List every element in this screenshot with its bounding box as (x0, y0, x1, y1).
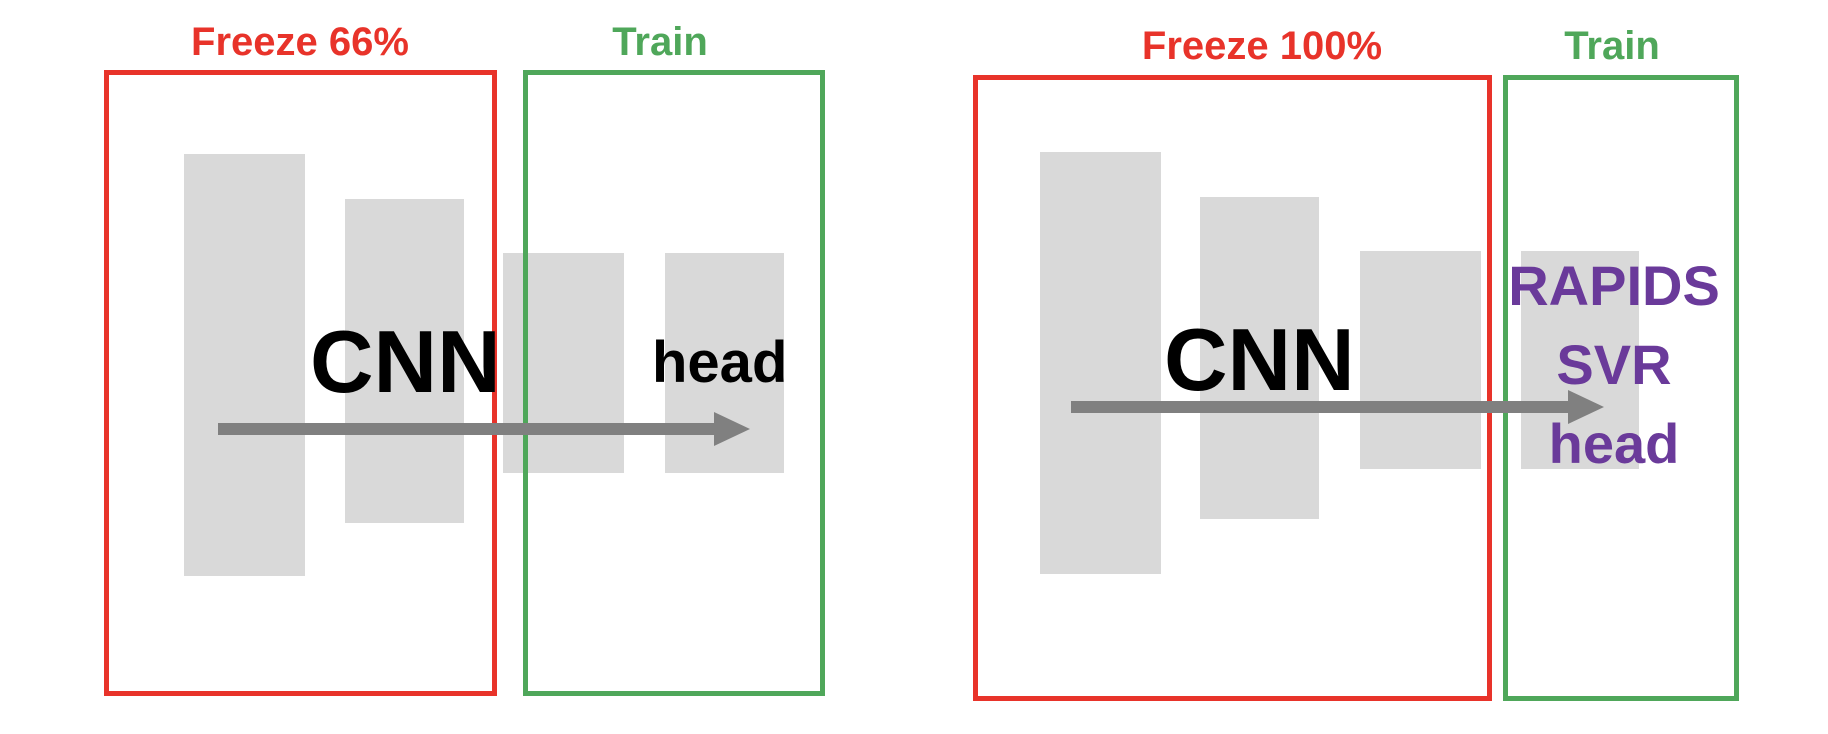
left-panel-66-freeze: Freeze 66% Train CNN head (104, 20, 825, 696)
cnn-layer-1 (184, 154, 305, 576)
head-line-3: head (1548, 412, 1680, 475)
head-layer (1521, 251, 1639, 469)
head-label: head (652, 330, 788, 395)
arrow-head (1568, 390, 1604, 424)
cnn-layer-1 (1040, 152, 1161, 574)
head-line-2: SVR (1556, 333, 1672, 396)
train-label: Train (612, 20, 708, 64)
train-box (523, 70, 825, 696)
forward-arrow (1071, 390, 1604, 424)
freeze-label: Freeze 100% (1141, 24, 1383, 68)
rapids-svr-head-label: RAPIDS SVR head (1508, 246, 1720, 483)
cnn-layer-2 (1200, 197, 1319, 519)
forward-arrow (218, 412, 750, 446)
cnn-label: CNN (310, 312, 501, 411)
cnn-layer-3 (1360, 251, 1481, 469)
arrow-head (714, 412, 750, 446)
freeze-box (104, 70, 497, 696)
cnn-label: CNN (1164, 310, 1355, 409)
freeze-box (973, 75, 1492, 701)
cnn-layer-2 (345, 199, 464, 523)
right-panel-100-freeze: Freeze 100% Train CNN RAPIDS SVR head (914, 0, 1828, 734)
head-line-1: RAPIDS (1508, 254, 1720, 317)
freeze-label: Freeze 66% (191, 20, 409, 64)
train-box (1503, 75, 1739, 701)
train-label: Train (1564, 24, 1660, 68)
